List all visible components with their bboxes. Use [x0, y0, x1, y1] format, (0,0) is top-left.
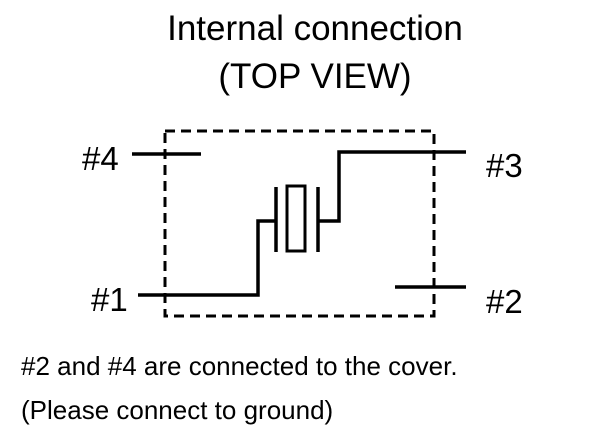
crystal-body [285, 184, 307, 253]
pin-1-wire [138, 219, 276, 297]
package-outline [163, 129, 436, 318]
pin-4-label: #4 [82, 140, 119, 177]
pin-1-label: #1 [91, 281, 128, 318]
pin-3-label: #3 [486, 147, 523, 184]
diagram-title: Internal connection [167, 9, 463, 48]
diagram-subtitle: (TOP VIEW) [218, 57, 412, 96]
pin-2-label: #2 [486, 283, 523, 320]
pin-3-wire [318, 150, 466, 223]
connection-note: #2 and #4 are connected to the cover. [21, 351, 458, 381]
ground-note: (Please connect to ground) [21, 395, 334, 425]
